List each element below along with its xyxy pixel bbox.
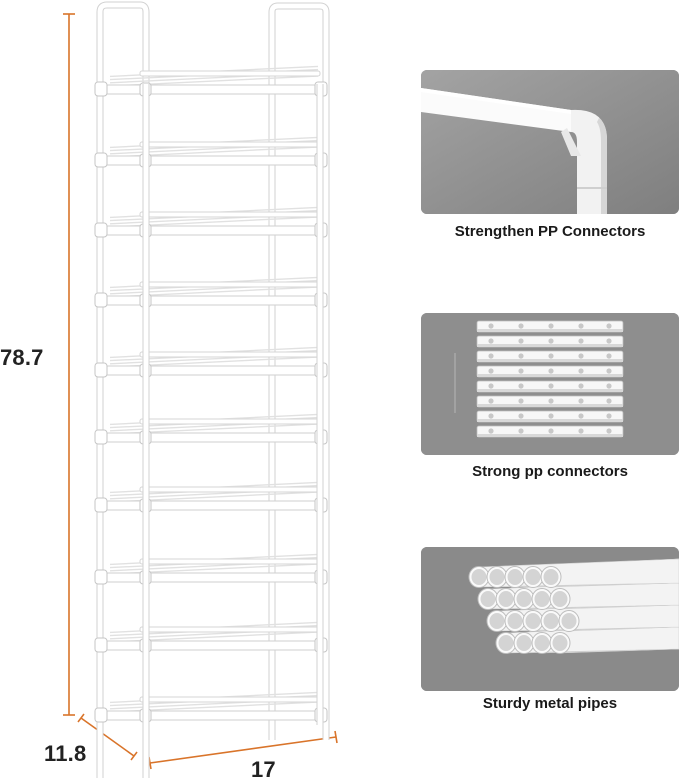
rack-shelf	[94, 413, 328, 445]
feature-caption-3: Sturdy metal pipes	[482, 695, 618, 712]
depth-dimension-label: 11.8	[44, 741, 87, 766]
rack-shelf	[94, 346, 328, 378]
rack-shelf	[94, 276, 328, 308]
rack-shelf	[94, 621, 328, 653]
rack-shelf	[94, 553, 328, 585]
feature-caption-1: Strengthen PP Connectors	[454, 223, 646, 240]
corner-connector-icon	[421, 70, 679, 214]
pipe-bundle-icon	[421, 547, 679, 691]
rack-shelf	[94, 691, 328, 723]
height-dimension-label: 78.7	[0, 345, 44, 370]
feature-caption-2: Strong pp connectors	[472, 463, 628, 480]
metal-pipes-panel	[421, 547, 679, 691]
corner-connector-panel	[421, 70, 679, 214]
rack-shelf	[94, 65, 328, 97]
rack-shelf	[94, 481, 328, 513]
connector-strip-panel	[421, 313, 679, 455]
rack-shelf	[94, 136, 328, 168]
connector-strip-icon	[421, 313, 679, 455]
rack-shelf	[94, 206, 328, 238]
